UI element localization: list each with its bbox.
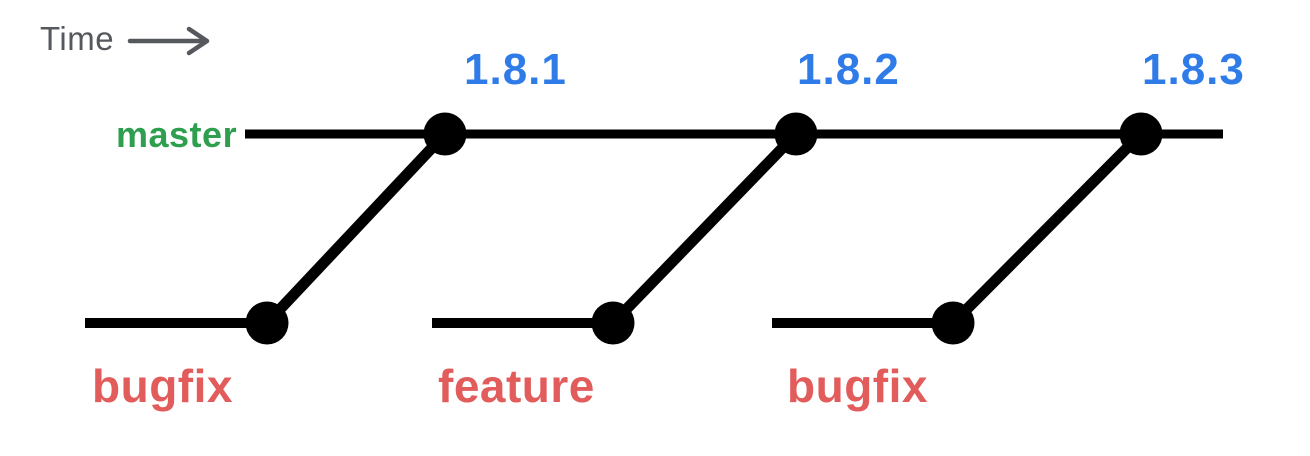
right-arrow-icon bbox=[127, 26, 210, 56]
release-tag-1: 1.8.1 bbox=[464, 45, 567, 94]
master-branch-label: master bbox=[116, 114, 238, 155]
merge-line-3 bbox=[947, 128, 1147, 329]
commit-dot-feature bbox=[591, 301, 635, 345]
feature-branch-label: feature bbox=[438, 360, 595, 412]
bugfix-branch-label-2: bugfix bbox=[787, 360, 928, 412]
commit-dot-master-1 bbox=[423, 112, 467, 156]
merge-line-1 bbox=[261, 128, 451, 329]
release-tag-3: 1.8.3 bbox=[1142, 45, 1245, 94]
commit-dot-master-3 bbox=[1119, 112, 1163, 156]
commit-dot-bugfix-2 bbox=[931, 301, 975, 345]
time-arrow-head bbox=[186, 26, 210, 56]
release-tag-2: 1.8.2 bbox=[797, 45, 900, 94]
commit-dot-bugfix-1 bbox=[245, 301, 289, 345]
commit-dot-master-2 bbox=[774, 112, 818, 156]
time-axis-label: Time bbox=[40, 20, 115, 57]
merge-line-2 bbox=[607, 128, 802, 329]
bugfix-branch-label-1: bugfix bbox=[92, 360, 233, 412]
